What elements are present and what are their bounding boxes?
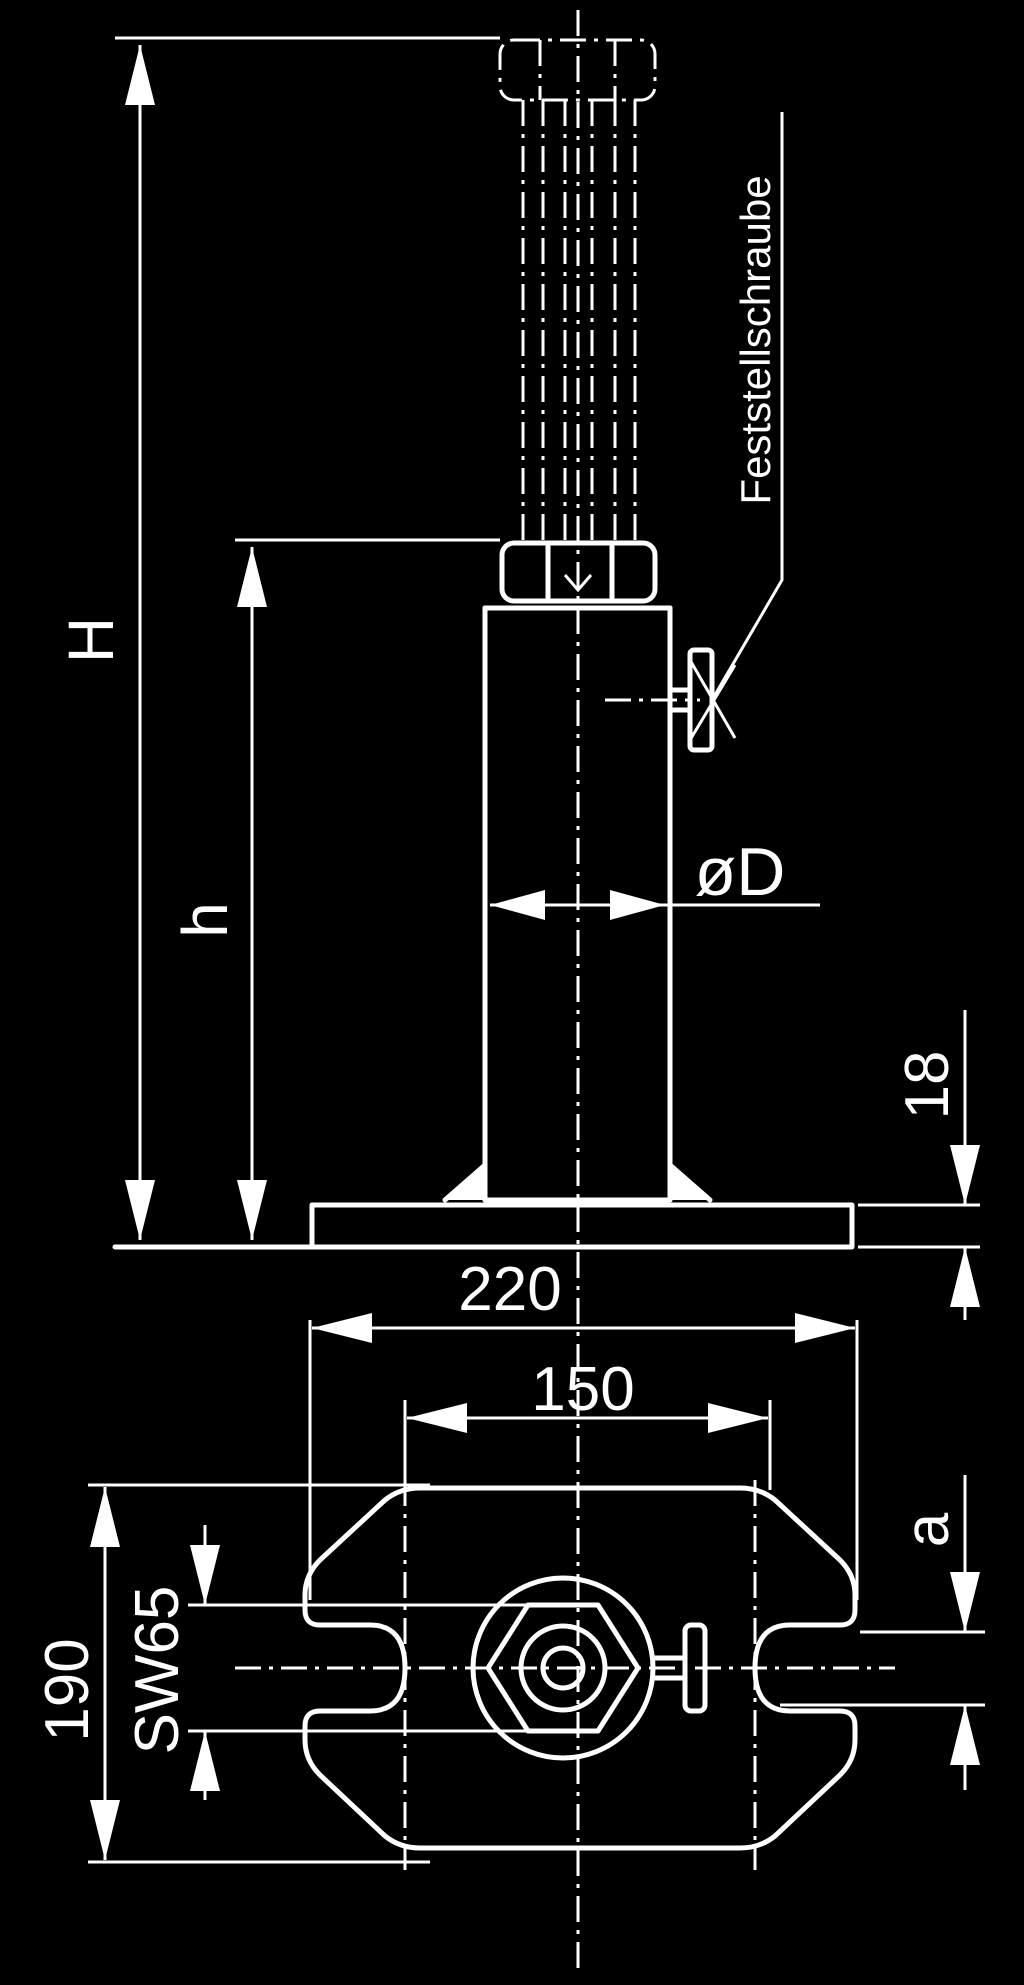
top-nut (498, 38, 657, 102)
base-outline (302, 1485, 858, 1851)
base-nut (499, 540, 658, 604)
dim-H: H (55, 36, 500, 1240)
dim-H-label: H (55, 617, 127, 663)
dim-18: 18 (858, 1010, 980, 1320)
dim-150-label: 150 (531, 1355, 634, 1424)
cylinder-circle (470, 1575, 656, 1761)
dim-sw65: SW65 (123, 1525, 540, 1800)
locking-screw-label: Feststellschraube (732, 175, 779, 504)
dim-sw65-label: SW65 (123, 1586, 192, 1755)
dim-h-label: h (169, 902, 241, 938)
spindle-circle-inner (540, 1645, 586, 1691)
dim-a-label: a (893, 1512, 962, 1547)
cylinder-body (442, 605, 713, 1203)
side-view: H h øD 18 Feststellschraube (55, 10, 980, 1975)
top-view: 220 150 190 SW65 (33, 1255, 985, 1870)
dim-h: h (169, 538, 500, 1240)
spindle (521, 100, 637, 540)
base-plate (309, 1202, 855, 1250)
dim-od-label: øD (695, 834, 786, 910)
dim-190-label: 190 (33, 1638, 102, 1741)
dim-220-label: 220 (458, 1255, 561, 1324)
hex-nut (485, 1602, 641, 1734)
dim-18-label: 18 (893, 1051, 962, 1120)
dim-150: 150 (403, 1355, 772, 1490)
dim-a: a (780, 1475, 985, 1790)
dim-220: 220 (308, 1255, 859, 1600)
dim-190: 190 (33, 1483, 430, 1864)
spindle-circle-outer (518, 1623, 608, 1713)
locking-screw-top (682, 1622, 708, 1714)
dim-od: øD (490, 834, 820, 920)
locking-screw (605, 112, 784, 753)
